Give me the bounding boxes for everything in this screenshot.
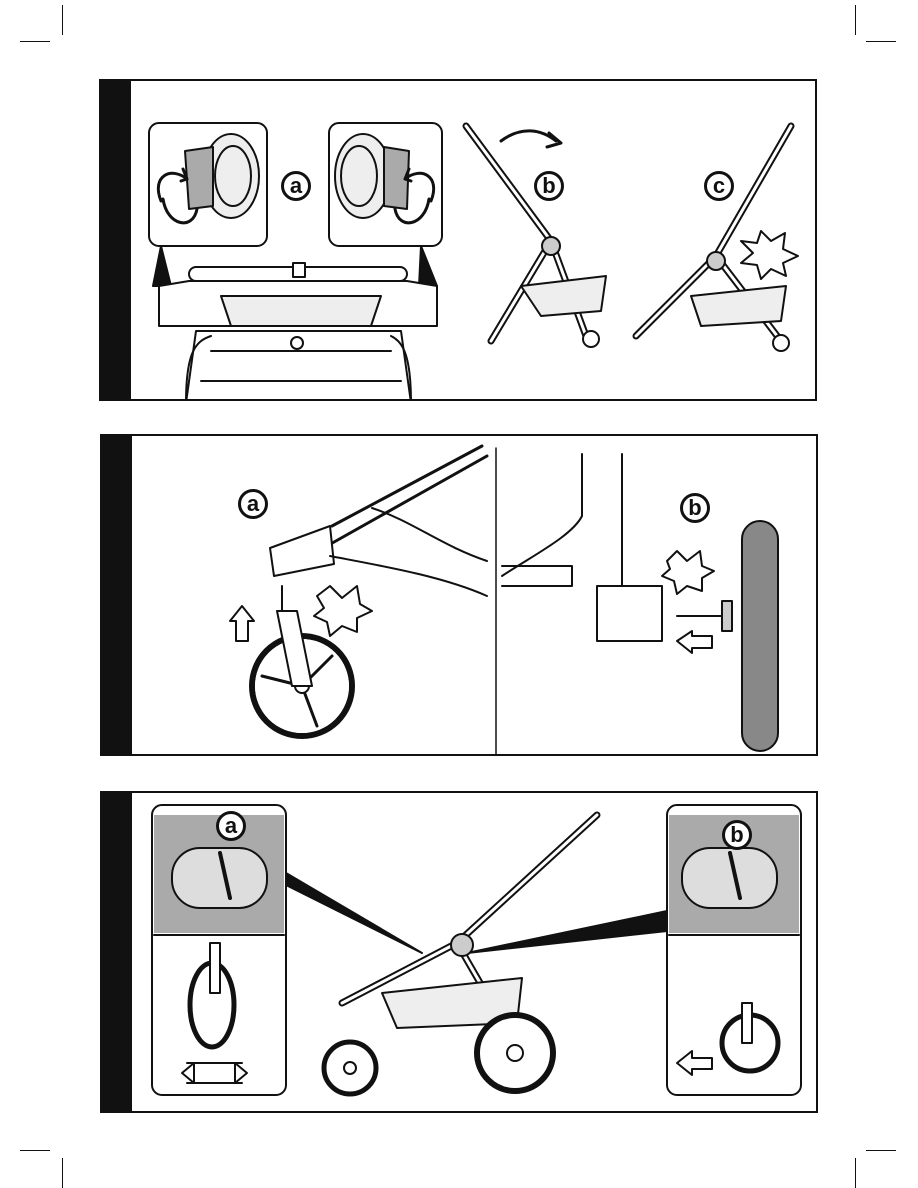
panel-wheel-instructions: a b bbox=[100, 434, 818, 756]
step-label-c: c bbox=[704, 171, 734, 201]
crop-mark bbox=[855, 1158, 856, 1188]
crop-mark bbox=[866, 1150, 896, 1151]
wheel-illustration bbox=[102, 436, 818, 756]
crop-mark bbox=[20, 1150, 50, 1151]
step-label-a: a bbox=[281, 171, 311, 201]
step-label-b: b bbox=[680, 493, 710, 523]
crop-mark bbox=[20, 41, 50, 42]
step-label-a: a bbox=[238, 489, 268, 519]
step-label-b: b bbox=[722, 820, 752, 850]
crop-mark bbox=[855, 5, 856, 35]
crop-mark bbox=[62, 1158, 63, 1188]
fold-illustration bbox=[101, 81, 817, 401]
crop-mark bbox=[866, 41, 896, 42]
step-label-a: a bbox=[216, 811, 246, 841]
crop-mark bbox=[62, 5, 63, 35]
panel-fold-instructions: a b c bbox=[99, 79, 817, 401]
step-label-b: b bbox=[534, 171, 564, 201]
panel-swivel-instructions: a b bbox=[100, 791, 818, 1113]
swivel-illustration bbox=[102, 793, 818, 1113]
